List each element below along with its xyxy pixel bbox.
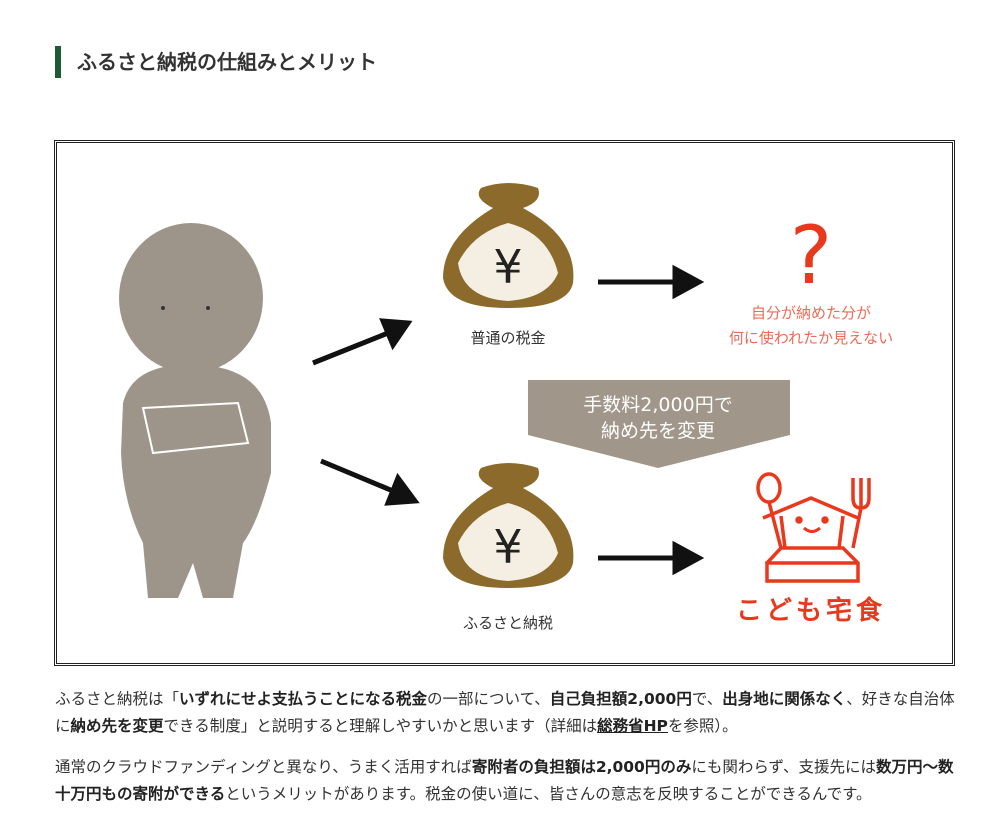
normal-tax-label: 普通の税金 xyxy=(470,329,545,347)
arrows xyxy=(312,264,705,576)
money-bag-normal: ¥ xyxy=(443,183,574,308)
bold-text: 納め先を変更 xyxy=(70,717,164,735)
banner-line2: 納め先を変更 xyxy=(601,420,715,442)
soumusho-link[interactable]: 総務省HP xyxy=(597,717,668,735)
text: ふるさと納税は「 xyxy=(55,690,180,708)
text: にも関わらず、支援先には xyxy=(691,758,876,776)
text: できる制度」と説明すると理解しやすいかと思います（詳細は xyxy=(163,717,598,735)
person-illustration xyxy=(119,223,271,598)
question-mark-icon: ? xyxy=(790,209,832,302)
unknown-usage-line2: 何に使われたか見えない xyxy=(729,329,893,347)
merit-paragraph: 通常のクラウドファンディングと異なり、うまく活用すれば寄附者の負担額は2,000… xyxy=(55,754,960,808)
page-title: ふるさと納税の仕組みとメリット xyxy=(55,46,377,78)
money-bag-furusato: ¥ xyxy=(443,463,574,588)
bold-text: 出身地に関係なく xyxy=(722,690,847,708)
explanation-paragraph: ふるさと納税は「いずれにせよ支払うことになる税金の一部について、自己負担額2,0… xyxy=(55,686,960,740)
bold-text: いずれにせよ支払うことになる税金 xyxy=(179,690,428,708)
text: というメリットがあります。税金の使い道に、皆さんの意志を反映することができるんで… xyxy=(225,785,872,803)
kodomo-takushoku-logo xyxy=(756,472,871,583)
bold-text: 自己負担額2,000円 xyxy=(549,690,692,708)
bold-text: 寄附者の負担額は2,000円のみ xyxy=(471,758,692,776)
text: で、 xyxy=(691,690,723,708)
text: 通常のクラウドファンディングと異なり、うまく活用すれば xyxy=(55,758,472,776)
furusato-diagram: ¥ 普通の税金 ¥ ふるさと納税 ? 自分が納めた分が 何に使われたか見えない … xyxy=(54,140,955,666)
yen-icon: ¥ xyxy=(493,240,522,294)
banner-line1: 手数料2,000円で xyxy=(583,394,732,416)
logo-text: こども宅食 xyxy=(736,595,886,626)
text: を参照）。 xyxy=(667,717,738,735)
fee-banner xyxy=(528,380,790,468)
yen-icon: ¥ xyxy=(493,520,522,574)
unknown-usage-line1: 自分が納めた分が xyxy=(751,304,871,322)
text: 、好きな自治体に xyxy=(55,690,955,735)
furusato-label: ふるさと納税 xyxy=(463,614,553,632)
text: の一部について、 xyxy=(427,690,550,708)
bold-text: 数万円〜数十万円もの寄附ができる xyxy=(55,758,954,803)
